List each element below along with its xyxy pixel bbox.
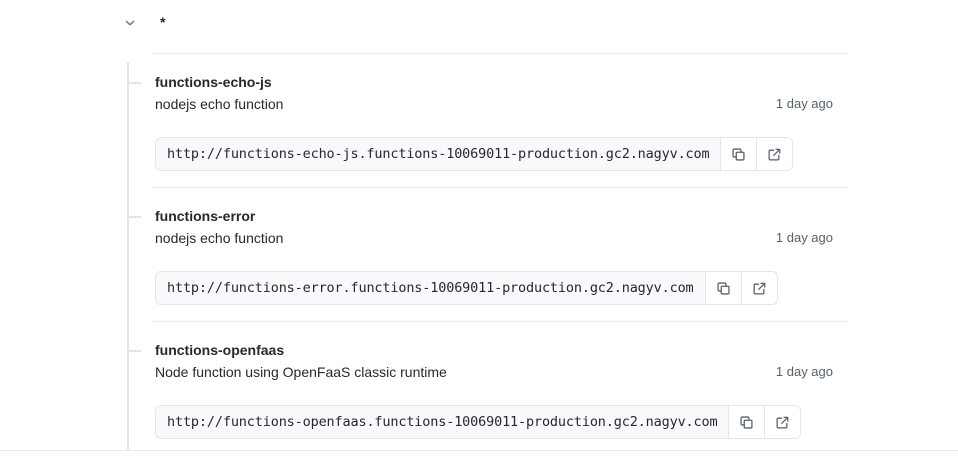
tree-connector-1 bbox=[129, 82, 141, 84]
divider-top bbox=[152, 53, 848, 54]
list-item[interactable]: functions-error nodejs echo function 1 d… bbox=[155, 206, 848, 250]
tree-rail-segment-3 bbox=[127, 206, 129, 340]
divider-row-1 bbox=[152, 187, 848, 188]
divider-row-2 bbox=[152, 321, 848, 322]
function-url-group: http://functions-openfaas.functions-1006… bbox=[155, 405, 802, 439]
external-link-icon[interactable] bbox=[740, 272, 777, 304]
tree-connector-3 bbox=[129, 350, 141, 352]
function-name[interactable]: functions-echo-js bbox=[155, 74, 272, 90]
function-name[interactable]: functions-error bbox=[155, 208, 256, 224]
function-description: Node function using OpenFaaS classic run… bbox=[155, 364, 447, 380]
divider-panel-bottom bbox=[0, 450, 958, 451]
tree-connector-2 bbox=[129, 216, 141, 218]
function-url-group: http://functions-echo-js.functions-10069… bbox=[155, 137, 794, 171]
function-url-value[interactable]: http://functions-echo-js.functions-10069… bbox=[156, 138, 721, 170]
copy-icon[interactable] bbox=[728, 406, 765, 438]
function-url-value[interactable]: http://functions-openfaas.functions-1006… bbox=[156, 406, 729, 438]
function-description: nodejs echo function bbox=[155, 230, 284, 246]
function-description: nodejs echo function bbox=[155, 96, 284, 112]
list-item[interactable]: functions-echo-js nodejs echo function 1… bbox=[155, 72, 848, 116]
function-updated-time: 1 day ago bbox=[775, 364, 833, 379]
tree-rail-segment-4 bbox=[127, 340, 129, 450]
external-link-icon[interactable] bbox=[756, 138, 793, 170]
copy-icon[interactable] bbox=[704, 272, 741, 304]
function-name[interactable]: functions-openfaas bbox=[155, 342, 285, 358]
function-updated-time: 1 day ago bbox=[775, 96, 833, 111]
group-header-row: * bbox=[0, 0, 958, 53]
copy-icon[interactable] bbox=[720, 138, 757, 170]
function-url-value[interactable]: http://functions-error.functions-1006901… bbox=[156, 272, 705, 304]
group-label: * bbox=[160, 14, 166, 30]
chevron-down-icon[interactable] bbox=[121, 14, 139, 32]
function-summary: functions-error nodejs echo function 1 d… bbox=[155, 206, 848, 250]
function-summary: functions-openfaas Node function using O… bbox=[155, 340, 848, 384]
function-summary: functions-echo-js nodejs echo function 1… bbox=[155, 72, 848, 116]
tree-rail-segment-1 bbox=[127, 62, 129, 96]
function-updated-time: 1 day ago bbox=[775, 230, 833, 245]
tree-rail-segment-2 bbox=[127, 96, 129, 206]
external-link-icon[interactable] bbox=[764, 406, 801, 438]
list-item[interactable]: functions-openfaas Node function using O… bbox=[155, 340, 848, 384]
function-url-group: http://functions-error.functions-1006901… bbox=[155, 271, 778, 305]
